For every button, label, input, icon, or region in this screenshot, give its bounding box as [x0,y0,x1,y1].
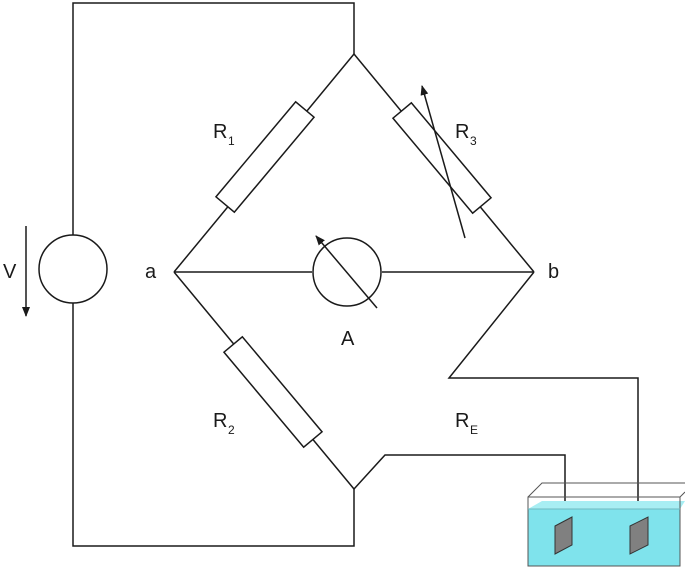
tank-top-right-edge [679,491,685,498]
ammeter-arrow [315,235,378,309]
r2-subscript: 2 [228,423,235,437]
r2-label: R [213,410,227,432]
r1-subscript: 1 [228,134,235,148]
left-electrode [554,516,573,555]
ammeter-label: A [341,328,355,350]
re-label: R [455,410,469,432]
tank-front-face [527,496,681,567]
r3-subscript: 3 [470,134,477,148]
water-tank [527,482,685,567]
source-loop-wire [72,2,355,547]
r3-label: R [455,121,469,143]
tank-water [528,509,680,566]
tank-top-edge [527,482,685,498]
re-left-wire [353,454,566,520]
tank-water-surface [528,501,685,509]
voltage-source [38,234,108,304]
re-subscript: E [470,423,478,437]
bridge-lower-right-arm [447,271,639,520]
resistor-r1 [214,100,316,214]
r1-label: R [213,121,227,143]
node-a-label: a [145,261,157,283]
right-electrode [629,516,649,555]
node-b-label: b [548,261,559,283]
voltage-label: V [3,261,17,283]
resistor-r2 [222,335,324,449]
r3-variable-arrow [420,85,466,239]
